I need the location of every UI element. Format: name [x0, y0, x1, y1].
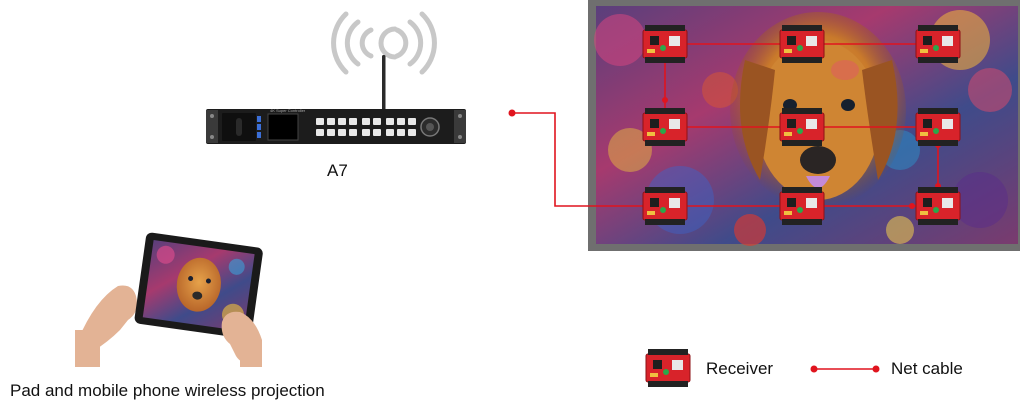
pad-projection-label: Pad and mobile phone wireless projection [10, 381, 325, 400]
legend-cable-dot-left [810, 365, 818, 373]
receiver-card-icon [915, 24, 961, 64]
legend-receiver-label: Receiver [706, 359, 774, 378]
tablet-in-hands [75, 232, 265, 367]
receiver-card-icon [779, 186, 825, 226]
cable-endpoint-dot [508, 109, 516, 117]
cable-endpoint-dot [662, 97, 668, 103]
legend-cable-dot-right [872, 365, 880, 373]
cable-endpoint-dot [909, 203, 915, 209]
receiver-card-icon [779, 24, 825, 64]
wifi-signal-icon [331, 11, 437, 75]
device-label: A7 [327, 161, 348, 180]
receiver-card-icon [915, 186, 961, 226]
receiver-card-icon [642, 186, 688, 226]
device-brand-text: 4K Super Controller [270, 108, 306, 113]
legend [645, 348, 880, 388]
receiver-card-icon [642, 107, 688, 147]
legend-receiver-icon [645, 348, 691, 388]
receiver-card-icon [915, 107, 961, 147]
receiver-card-icon [642, 24, 688, 64]
receiver-card-icon [779, 107, 825, 147]
controller-device: 4K Super Controller [206, 55, 466, 144]
net-cable-from-controller [512, 112, 665, 207]
legend-cable-label: Net cable [891, 359, 963, 378]
